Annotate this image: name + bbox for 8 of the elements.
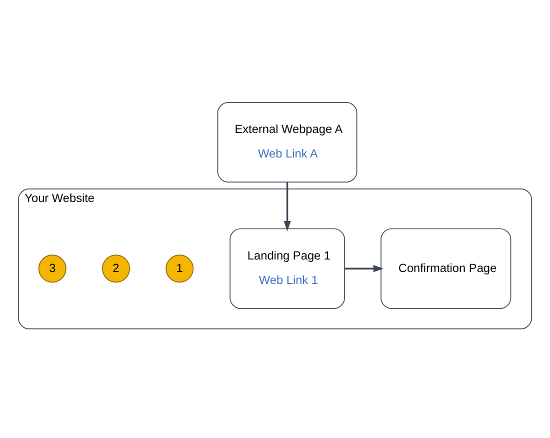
node-box: Confirmation Page: [380, 228, 512, 309]
node-box: External Webpage A Web Link A: [217, 102, 358, 183]
node-circle: 1: [166, 254, 194, 283]
node-circle: 3: [38, 254, 66, 283]
arrow: [344, 265, 384, 272]
node-box: Landing Page 1 Web Link 1: [230, 228, 345, 309]
node-circle: 2: [102, 254, 130, 283]
arrow: [284, 182, 291, 232]
